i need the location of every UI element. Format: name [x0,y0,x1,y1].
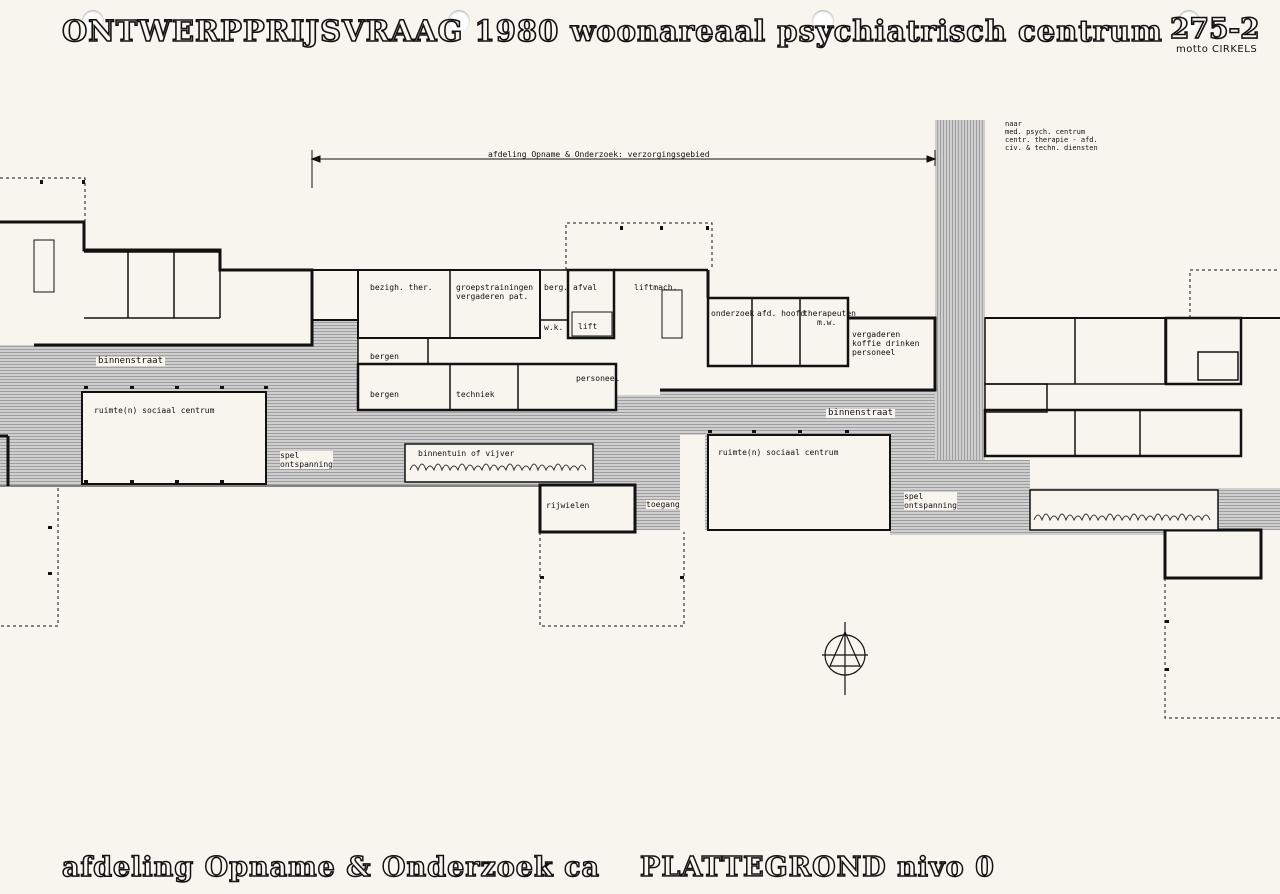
punch-hole [1178,10,1200,32]
room-label-lift: lift [578,322,598,331]
room-label-techniek: techniek [456,390,495,399]
binnentuin [404,443,1219,531]
room-label-bezigh-ther: bezigh. ther. [370,283,433,292]
footer-right: PLATTEGROND nivo 0 [639,851,995,884]
binnenstraat-hatching [0,120,1280,535]
room-label-sociaal-2: ruimte(n) sociaal centrum [718,448,839,457]
room-label-onderzoek: onderzoek [711,309,755,318]
punch-hole [812,10,834,32]
label-binnenstraat-2: binnenstraat [826,408,896,418]
sheet-number: 275-2 [1169,11,1260,46]
punch-hole [448,10,470,32]
room-label-rijwielen: rijwielen [546,501,590,510]
room-label-afd-hoofd: afd. hoofd [757,309,806,318]
label-binnenstraat-1: binnenstraat [96,356,166,366]
room-label-bergen-2: bergen [370,390,399,399]
room-label-personeel: personeel [576,374,620,383]
sheet-title: ONTWERPPRIJSVRAAG 1980 woonareaal psychi… [61,13,1163,49]
motto-label: motto CIRKELS [1176,44,1258,55]
room-right-lower [1163,528,1263,580]
room-label-berg: berg. [544,283,569,292]
room-label-sociaal-1: ruimte(n) sociaal centrum [94,406,215,415]
north-arrow-icon [822,622,868,695]
columns [40,180,1169,671]
dimension-label: afdeling Opname & Onderzoek: verzorgings… [488,150,710,159]
room-rijwielen [538,483,637,534]
room-sociaal-centrum-1 [81,391,267,485]
room-label-wk: w.k. [544,323,564,332]
footer-left: afdeling Opname & Onderzoek ca [61,851,601,884]
room-label-bergen-1: bergen [370,352,399,361]
sheet-footer: afdeling Opname & Onderzoek ca PLATTEGRON… [61,851,995,884]
dimension-line [310,150,937,188]
room-label-afval: afval [573,283,598,292]
room-sociaal-centrum-2 [707,434,891,531]
room-label-liftmach: liftmach. [634,283,678,292]
walls [0,220,1280,487]
punch-hole [82,10,104,32]
label-binnentuin: binnentuin of vijver [418,449,515,458]
label-toegang: toegang [646,500,680,509]
